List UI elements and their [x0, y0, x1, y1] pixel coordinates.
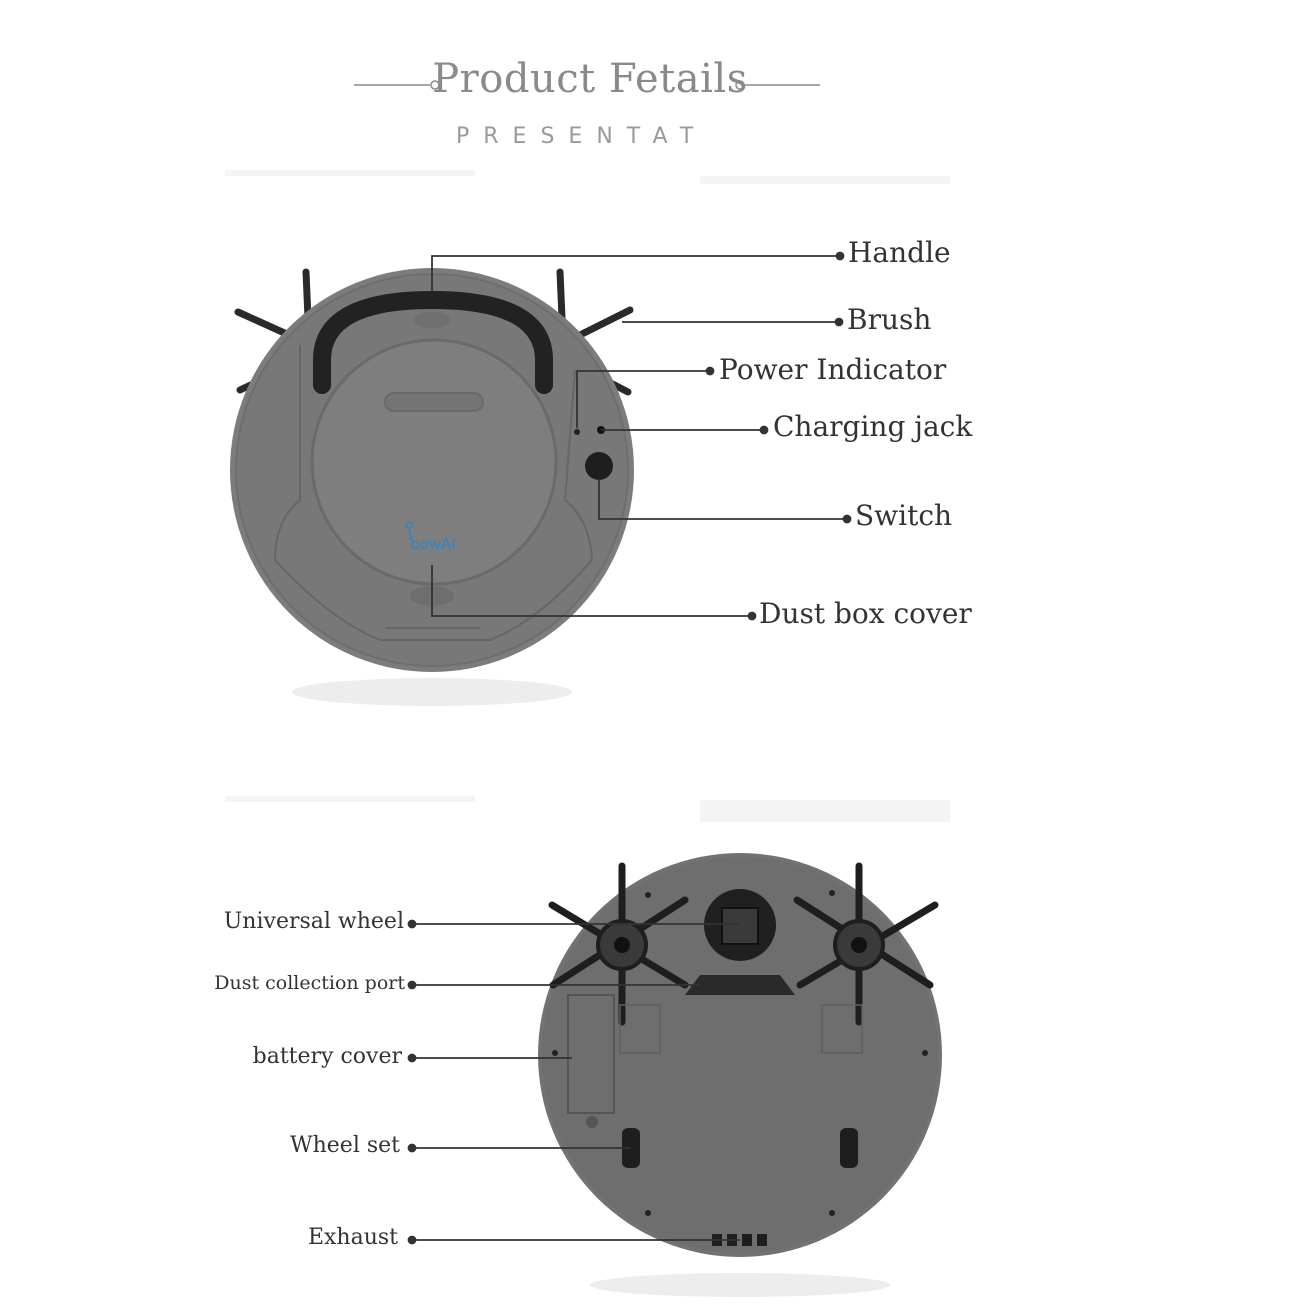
label-wheel-set: Wheel set — [290, 1133, 400, 1158]
label-battery-cover: battery cover — [252, 1044, 402, 1069]
bottom-leader-lines — [407, 919, 740, 1245]
label-dust-box-cover: Dust box cover — [759, 597, 972, 630]
wheel-icon — [840, 1128, 858, 1168]
label-brush: Brush — [847, 303, 932, 336]
page-title: Product Fetails — [432, 56, 748, 102]
label-switch: Switch — [855, 499, 953, 532]
label-exhaust: Exhaust — [307, 1225, 398, 1250]
label-dust-collection-port: Dust collection port — [214, 972, 405, 994]
robot-top-view: bowAI — [230, 268, 634, 706]
label-charging-jack: Charging jack — [773, 410, 973, 443]
label-power-indicator: Power Indicator — [719, 353, 947, 386]
top-leader-lines — [431, 251, 852, 621]
header-ornament — [354, 80, 820, 90]
robot-bottom-view — [538, 853, 942, 1297]
switch-icon — [585, 452, 613, 480]
battery-cover-icon — [567, 994, 615, 1114]
label-universal-wheel: Universal wheel — [223, 909, 404, 934]
faint-separators — [225, 170, 950, 822]
power-indicator-icon — [574, 429, 580, 435]
label-handle: Handle — [848, 236, 951, 269]
page-subtitle: PRESENTAT — [456, 124, 708, 149]
dust-port-icon — [685, 975, 795, 995]
logo-text: bowAI — [410, 535, 456, 553]
